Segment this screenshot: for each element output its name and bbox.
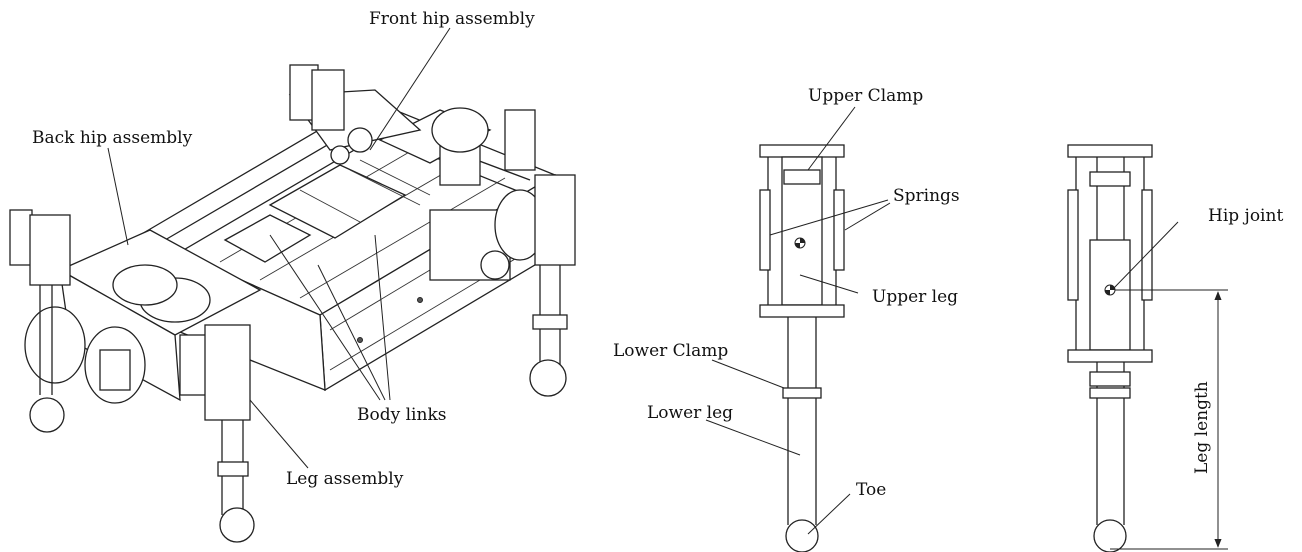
label-lower-leg: Lower leg (647, 403, 733, 423)
label-front-hip-assembly: Front hip assembly (369, 9, 535, 29)
spring-right (833, 189, 845, 271)
hip-joint-marker (794, 237, 806, 249)
toe (785, 519, 819, 552)
label-hip-joint: Hip joint (1208, 206, 1283, 226)
lower-leg-leader (705, 419, 801, 456)
toe-leader (807, 493, 851, 535)
label-back-hip-assembly: Back hip assembly (32, 128, 193, 148)
lower-clamp-block (782, 387, 822, 399)
body-links-leader-1 (269, 234, 381, 401)
hip-joint-marker-2 (1104, 284, 1116, 296)
upper-clamp-block (783, 169, 821, 185)
lower-clamp-bar (759, 304, 845, 318)
upper-leg-leader (799, 274, 859, 294)
label-toe: Toe (856, 480, 886, 500)
leg-assembly-drawing (9, 64, 576, 543)
hip-joint-leader (1112, 221, 1179, 290)
robot-isometric-drawing: Front hip assembly Back hip assembly Bod… (9, 9, 576, 543)
label-lower-clamp: Lower Clamp (613, 341, 728, 361)
front-hip-assembly-drawing (288, 89, 546, 281)
label-springs: Springs (893, 186, 960, 206)
springs-leader-left (769, 199, 889, 236)
lower-clamp-leader (711, 359, 785, 389)
leg-schematic-labeled: Upper Clamp Springs Upper leg Lower Clam… (613, 86, 960, 552)
label-leg-length: Leg length (1192, 381, 1212, 474)
upper-clamp-leader (807, 106, 856, 171)
back-hip-leader (107, 147, 129, 246)
leg-schematic-length: Hip joint Leg length (1067, 144, 1283, 552)
front-hip-leader (369, 27, 451, 151)
springs-leader-right (844, 202, 891, 231)
label-upper-clamp: Upper Clamp (808, 86, 923, 106)
spring-left (759, 189, 771, 271)
body-links-leader-3 (374, 234, 391, 401)
leg-assembly-leader (249, 399, 309, 469)
body-links-leader-2 (317, 264, 386, 401)
label-body-links: Body links (357, 405, 446, 425)
label-leg-assembly: Leg assembly (286, 469, 404, 489)
upper-clamp-bar (759, 144, 845, 158)
label-upper-leg: Upper leg (872, 287, 958, 307)
